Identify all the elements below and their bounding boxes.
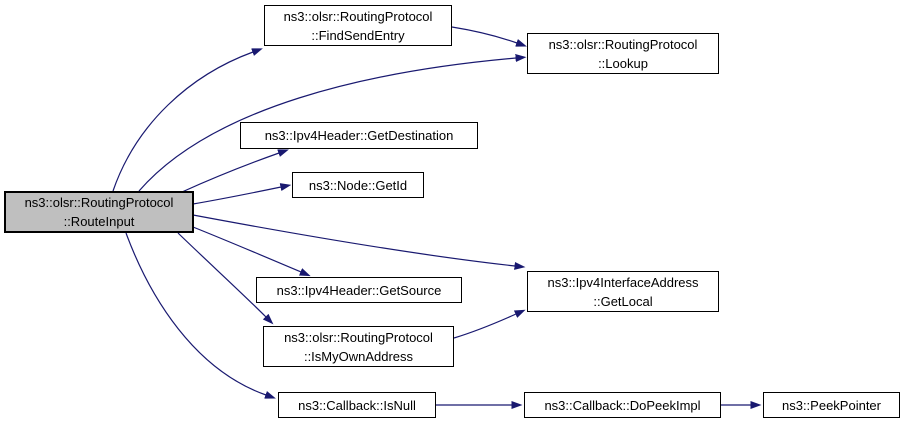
- node-label-line: ns3::Ipv4InterfaceAddress: [547, 274, 699, 290]
- node-peek-pointer[interactable]: ns3::PeekPointer: [763, 392, 900, 418]
- edge-route-input-get-id: [192, 183, 292, 205]
- edge-is-my-own-address-get-local: [453, 309, 526, 339]
- node-label-line: ns3::Ipv4Header::GetDestination: [264, 128, 454, 143]
- edge-route-input-is-my-own-address: [177, 232, 274, 325]
- node-label-line: ns3::olsr::RoutingProtocol: [24, 195, 174, 210]
- node-get-destination[interactable]: ns3::Ipv4Header::GetDestination: [240, 122, 478, 149]
- node-label-line: ::IsMyOwnAddress: [303, 348, 414, 364]
- node-find-send-entry[interactable]: ns3::olsr::RoutingProtocol ::FindSendEnt…: [264, 5, 452, 46]
- edge-route-input-get-source: [192, 226, 311, 277]
- edge-route-input-is-null: [125, 232, 276, 399]
- edge-route-input-get-destination: [181, 149, 289, 193]
- node-is-null[interactable]: ns3::Callback::IsNull: [278, 392, 436, 418]
- node-label-line: ns3::Node::GetId: [308, 177, 408, 193]
- node-label-line: ns3::olsr::RoutingProtocol: [283, 8, 433, 24]
- node-label-line: ::RouteInput: [63, 214, 135, 229]
- node-get-local[interactable]: ns3::Ipv4InterfaceAddress ::GetLocal: [527, 271, 719, 312]
- node-label-line: ::FindSendEntry: [311, 27, 405, 43]
- node-get-source[interactable]: ns3::Ipv4Header::GetSource: [256, 277, 462, 303]
- node-label-line: ns3::Callback::DoPeekImpl: [544, 397, 701, 413]
- node-lookup[interactable]: ns3::olsr::RoutingProtocol ::Lookup: [527, 33, 719, 74]
- edge-route-input-lookup: [138, 54, 527, 192]
- node-is-my-own-address[interactable]: ns3::olsr::RoutingProtocol ::IsMyOwnAddr…: [263, 326, 454, 367]
- edge-find-send-entry-lookup: [451, 26, 527, 47]
- node-label-line: ns3::olsr::RoutingProtocol: [548, 36, 698, 52]
- node-label-line: ns3::PeekPointer: [781, 397, 881, 413]
- node-label-line: ns3::Ipv4Header::GetSource: [276, 282, 442, 298]
- node-label-line: ns3::Callback::IsNull: [298, 397, 416, 413]
- node-get-id[interactable]: ns3::Node::GetId: [292, 172, 424, 198]
- node-label-line: ::GetLocal: [593, 293, 653, 309]
- edge-route-input-find-send-entry: [112, 48, 263, 192]
- edge-route-input-get-local: [192, 214, 526, 270]
- node-route-input: ns3::olsr::RoutingProtocol ::RouteInput: [4, 191, 194, 233]
- node-do-peek-impl[interactable]: ns3::Callback::DoPeekImpl: [524, 392, 721, 418]
- node-label-line: ::Lookup: [598, 55, 648, 71]
- node-label-line: ns3::olsr::RoutingProtocol: [284, 329, 433, 345]
